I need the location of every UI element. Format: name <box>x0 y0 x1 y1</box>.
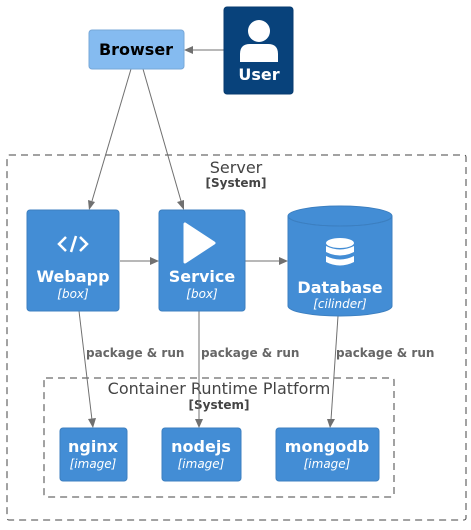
user-label: User <box>238 65 279 84</box>
edges: package & run package & run package & ru… <box>78 46 434 428</box>
edge-browser-service <box>142 68 184 210</box>
runtime-boundary-title: Container Runtime Platform <box>108 379 331 398</box>
edge-webapp-nginx: package & run <box>78 310 184 428</box>
edge-service-database <box>245 257 288 265</box>
database-icon <box>326 238 354 266</box>
edge-user-browser <box>184 46 224 54</box>
runtime-boundary-type: [System] <box>189 398 250 412</box>
nodejs-node[interactable]: nodejs [image] <box>161 427 242 482</box>
service-title: Service <box>169 267 236 286</box>
mongodb-title: mongodb <box>285 437 369 456</box>
nodejs-title: nodejs <box>171 437 231 456</box>
service-type: [box] <box>186 287 218 301</box>
mongodb-node[interactable]: mongodb [image] <box>275 427 380 482</box>
webapp-type: [box] <box>57 287 89 301</box>
edge-label-database-mongodb: package & run <box>336 346 434 360</box>
browser-label: Browser <box>99 40 173 59</box>
user-node[interactable]: User <box>223 6 294 95</box>
nginx-title: nginx <box>68 437 119 456</box>
nodejs-type: [image] <box>178 457 225 471</box>
server-boundary: Server [System] <box>6 154 467 521</box>
database-type: [cilinder] <box>313 297 367 311</box>
server-boundary-type: [System] <box>206 176 267 190</box>
edge-webapp-service <box>120 257 159 265</box>
play-icon <box>183 222 216 264</box>
edge-service-nodejs: package & run <box>195 311 299 428</box>
edge-database-mongodb: package & run <box>327 315 434 428</box>
database-title: Database <box>297 278 382 297</box>
nginx-node[interactable]: nginx [image] <box>59 427 128 482</box>
nginx-type: [image] <box>70 457 117 471</box>
runtime-boundary: Container Runtime Platform [System] <box>43 377 395 498</box>
webapp-title: Webapp <box>36 267 109 286</box>
person-icon <box>240 20 278 62</box>
edge-label-webapp-nginx: package & run <box>86 346 184 360</box>
edge-label-service-nodejs: package & run <box>201 346 299 360</box>
code-icon <box>57 235 89 253</box>
webapp-node[interactable]: Webapp [box] <box>26 209 120 312</box>
browser-node[interactable]: Browser <box>88 29 185 70</box>
database-node[interactable]: Database [cilinder] <box>287 205 393 317</box>
service-node[interactable]: Service [box] <box>158 209 246 312</box>
server-boundary-title: Server <box>210 158 263 177</box>
edge-browser-webapp <box>88 68 132 210</box>
mongodb-type: [image] <box>304 457 351 471</box>
